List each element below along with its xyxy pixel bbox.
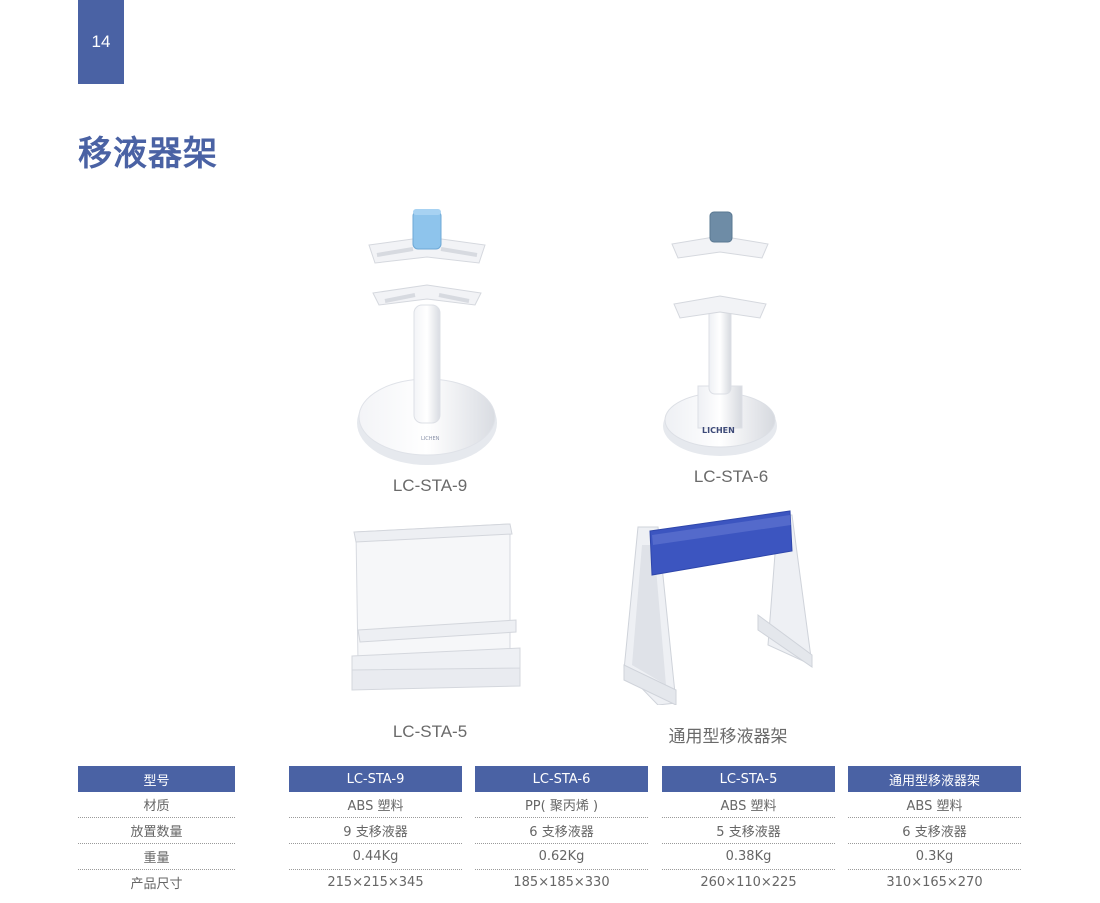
page-number: 14: [91, 32, 111, 51]
spec-column-lc-sta-6: LC-STA-6 PP( 聚丙烯 ) 6 支移液器 0.62Kg 185×185…: [475, 766, 648, 895]
spec-cell: ABS 塑料: [848, 792, 1021, 818]
spec-cell: 6 支移液器: [475, 818, 648, 844]
spec-cell: 0.62Kg: [475, 844, 648, 870]
spec-header: LC-STA-6: [475, 766, 648, 792]
page-title: 移液器架: [78, 134, 218, 174]
spec-cell: 5 支移液器: [662, 818, 835, 844]
cap-lc-sta-9: [412, 210, 442, 250]
caption-lc-sta-9: LC-STA-9: [392, 476, 468, 495]
product-image-lc-sta-6: LICHEN: [660, 208, 785, 458]
spec-row-label: 材质: [78, 792, 235, 818]
spec-cell: ABS 塑料: [289, 792, 462, 818]
spec-column-lc-sta-9: LC-STA-9 ABS 塑料 9 支移液器 0.44Kg 215×215×34…: [289, 766, 462, 895]
spec-cell: 9 支移液器: [289, 818, 462, 844]
product-image-lc-sta-5: [350, 520, 522, 695]
spec-cell: 310×165×270: [886, 875, 983, 890]
spec-cell: 260×110×225: [700, 875, 797, 890]
spec-header: LC-STA-5: [662, 766, 835, 792]
spec-cell: 0.38Kg: [662, 844, 835, 870]
product-image-universal-rack: [618, 505, 818, 705]
caption-lc-sta-6: LC-STA-6: [693, 467, 769, 486]
logo-text: LICHEN: [702, 426, 735, 435]
caption-universal-rack: 通用型移液器架: [668, 727, 788, 747]
product-image-lc-sta-9: LICHEN: [355, 205, 505, 470]
caption-lc-sta-5: LC-STA-5: [392, 722, 468, 741]
logo-text: LICHEN: [421, 436, 440, 442]
spec-cell: 185×185×330: [513, 875, 610, 890]
spec-cell: PP( 聚丙烯 ): [475, 792, 648, 818]
spec-cell: 0.44Kg: [289, 844, 462, 870]
spec-label-column: 型号 材质 放置数量 重量 产品尺寸: [78, 766, 235, 895]
cap-lc-sta-6: [709, 211, 733, 243]
spec-column-lc-sta-5: LC-STA-5 ABS 塑料 5 支移液器 0.38Kg 260×110×22…: [662, 766, 835, 895]
spec-cell: 6 支移液器: [848, 818, 1021, 844]
page-number-tab: 14: [78, 0, 124, 84]
spec-row-label: 产品尺寸: [130, 877, 183, 892]
spec-header: 通用型移液器架: [848, 766, 1021, 792]
spec-header: LC-STA-9: [289, 766, 462, 792]
spec-cell: 215×215×345: [327, 875, 424, 890]
spec-cell: 0.3Kg: [848, 844, 1021, 870]
spec-column-universal: 通用型移液器架 ABS 塑料 6 支移液器 0.3Kg 310×165×270: [848, 766, 1021, 895]
spec-row-label: 放置数量: [78, 818, 235, 844]
spec-row-label: 重量: [78, 844, 235, 870]
spec-header-label: 型号: [78, 766, 235, 792]
spec-cell: ABS 塑料: [662, 792, 835, 818]
